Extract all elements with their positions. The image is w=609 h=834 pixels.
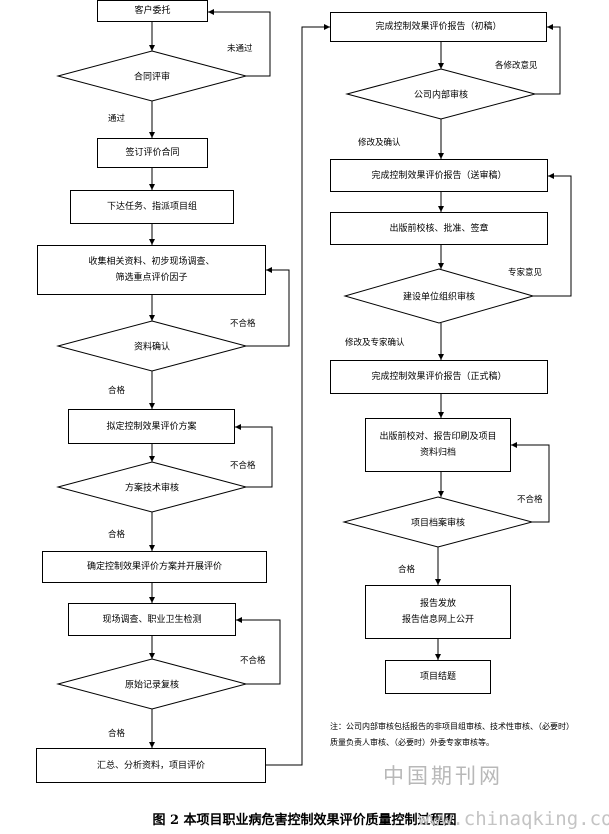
watermark-url: www.chinaqking.com bbox=[418, 808, 609, 830]
edge-label-unqualified-2: 不合格 bbox=[230, 461, 256, 471]
edge-label-qualified-1: 合格 bbox=[108, 386, 126, 396]
plan-review-label: 方案技术审核 bbox=[124, 483, 180, 494]
data-confirm-label: 资料确认 bbox=[133, 342, 171, 353]
internal-review-label: 公司内部审核 bbox=[413, 90, 469, 101]
formal-report-box: 完成控制效果评价报告（正式稿） bbox=[330, 360, 548, 394]
assign-task-box: 下达任务、指派项目组 bbox=[70, 190, 234, 224]
archive-review-label: 项目档案审核 bbox=[410, 518, 466, 529]
summary-box: 汇总、分析资料，项目评价 bbox=[36, 748, 266, 783]
edge-label-revision-opinions: 各修改意见 bbox=[495, 61, 538, 71]
review-report-box: 完成控制效果评价报告（送审稿） bbox=[330, 159, 548, 192]
arrow-recordreview-fail-loop bbox=[236, 617, 281, 685]
print-archive-box: 出版前校对、报告印刷及项目 资料归档 bbox=[365, 418, 511, 472]
arrow-planreview-fail-loop bbox=[235, 424, 273, 488]
edge-label-revise-confirm: 修改及确认 bbox=[358, 138, 401, 148]
arrow-internal-revision-loop bbox=[535, 24, 561, 95]
issue-report-box: 报告发放 报告信息网上公开 bbox=[365, 585, 511, 639]
field-survey-box: 现场调查、职业卫生检测 bbox=[68, 603, 236, 636]
client-commission-box: 客户委托 bbox=[97, 0, 208, 22]
close-project-box: 项目结题 bbox=[385, 660, 491, 694]
arrow-archivereview-fail-loop bbox=[511, 442, 550, 523]
edge-label-qualified-4: 合格 bbox=[398, 565, 416, 575]
edge-label-qualified-3: 合格 bbox=[108, 729, 126, 739]
edge-label-unqualified-4: 不合格 bbox=[517, 495, 543, 505]
arrow-orgreview-expert-loop bbox=[533, 173, 572, 297]
sign-contract-box: 签订评价合同 bbox=[97, 138, 208, 168]
edge-label-unqualified-1: 不合格 bbox=[230, 319, 256, 329]
draft-plan-box: 拟定控制效果评价方案 bbox=[68, 409, 235, 444]
arrow-confirm-fail-loop bbox=[246, 267, 290, 347]
watermark-site-name: 中国期刊网 bbox=[383, 764, 503, 788]
edge-label-unqualified-3: 不合格 bbox=[240, 656, 266, 666]
edge-label-revise-expert-confirm: 修改及专家确认 bbox=[345, 338, 405, 348]
footnote: 注：公司内部审核包括报告的非项目组审核、技术性审核、（必要时）质量负责人审核、（… bbox=[330, 722, 574, 747]
org-review-diamond bbox=[343, 268, 535, 324]
record-review-label: 原始记录复核 bbox=[124, 680, 180, 691]
collect-data-box: 收集相关资料、初步现场调查、 筛选重点评价因子 bbox=[37, 245, 266, 295]
edge-label-qualified-2: 合格 bbox=[108, 530, 126, 540]
org-review-label: 建设单位组织审核 bbox=[402, 292, 476, 303]
edge-label-passed: 通过 bbox=[108, 114, 126, 124]
pre-print-check-box: 出版前校核、批准、签章 bbox=[330, 212, 548, 245]
edge-label-not-passed: 未通过 bbox=[227, 44, 253, 54]
arrow-review-fail-loop bbox=[208, 9, 271, 77]
figure-caption: 图 2 本项目职业病危害控制效果评价质量控制过程图 bbox=[152, 813, 457, 828]
arrow-summary-to-draftreport bbox=[266, 24, 330, 766]
edge-label-expert-opinions: 专家意见 bbox=[508, 268, 543, 278]
confirm-plan-box: 确定控制效果评价方案并开展评价 bbox=[42, 551, 267, 583]
draft-report-box: 完成控制效果评价报告（初稿） bbox=[330, 12, 547, 42]
contract-review-label: 合同评审 bbox=[133, 72, 171, 83]
